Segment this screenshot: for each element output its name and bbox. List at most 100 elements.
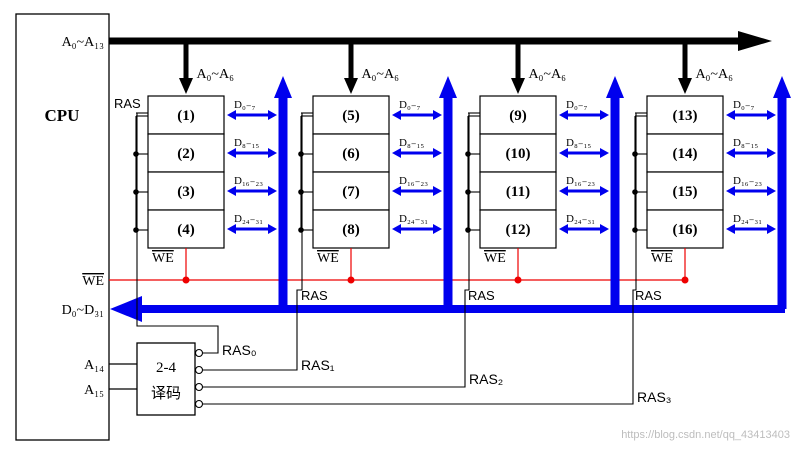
cpu-a14-label: A₁₄ — [84, 358, 104, 373]
chip-label: (5) — [342, 108, 360, 124]
ras-label-0: RAS — [114, 96, 141, 111]
ras-out-3: RAS₃ — [637, 389, 672, 405]
data-arrowhead-right — [767, 224, 776, 234]
data-arrowhead-right — [600, 148, 609, 158]
decoder-out-2 — [194, 382, 204, 392]
memory-chip — [646, 171, 724, 211]
chip-label: (8) — [342, 222, 360, 238]
data-width-label: D₀₋₇ — [733, 99, 755, 111]
data-arrowhead-left — [559, 148, 568, 158]
data-width-label: D₈₋₁₅ — [234, 137, 259, 149]
decoder-out-3 — [194, 399, 204, 409]
chip-label: (3) — [177, 184, 195, 200]
data-arrowhead-right — [600, 110, 609, 120]
memory-group-1: A₀~A₆RAS(5)D₀₋₇(6)D₈₋₁₅(7)D₁₆₋₂₃(8)D₂₄₋₃… — [298, 41, 457, 309]
decoder: 2-4 译码 — [109, 342, 204, 416]
data-arrowhead-left — [726, 186, 735, 196]
we-junction-1 — [347, 276, 355, 284]
data-arrowhead-left — [392, 110, 401, 120]
cpu-title: CPU — [45, 106, 80, 125]
addr-drop-arrowhead-1 — [344, 78, 358, 94]
data-width-label: D₈₋₁₅ — [733, 137, 758, 149]
cpu-block — [15, 13, 110, 441]
data-width-label: D₀₋₇ — [234, 99, 256, 111]
data-bus — [110, 296, 785, 322]
data-arrowhead-right — [433, 110, 442, 120]
data-arrowhead-right — [600, 186, 609, 196]
vertical-bus-arrowhead-2 — [606, 76, 624, 98]
data-arrowhead-right — [767, 110, 776, 120]
cpu-addr-label: A₀~A₁₃ — [62, 35, 105, 50]
vertical-bus-arrowhead-0 — [274, 76, 292, 98]
data-width-label: D₁₆₋₂₃ — [234, 175, 263, 187]
ras-out-1: RAS₁ — [301, 357, 335, 373]
memory-chip — [312, 133, 390, 173]
data-arrowhead-right — [767, 148, 776, 158]
data-arrowhead-right — [433, 148, 442, 158]
vertical-bus-arrowhead-1 — [439, 76, 457, 98]
we-junction-2 — [514, 276, 522, 284]
data-width-label: D₀₋₇ — [566, 99, 588, 111]
address-bus — [109, 31, 772, 51]
data-arrowhead-left — [726, 110, 735, 120]
data-width-label: D₁₆₋₂₃ — [733, 175, 762, 187]
data-arrowhead-left — [227, 110, 236, 120]
we-label-3: WE — [651, 251, 673, 266]
memory-chip — [479, 171, 557, 211]
memory-chip — [312, 95, 390, 135]
decoder-out-0 — [194, 348, 204, 358]
memory-group-0: A₀~A₆RAS(1)D₀₋₇(2)D₈₋₁₅(3)D₁₆₋₂₃(4)D₂₄₋₃… — [114, 41, 292, 309]
memory-chip — [147, 209, 225, 249]
data-arrowhead-left — [392, 148, 401, 158]
chip-label: (13) — [673, 108, 698, 124]
ras-label-3: RAS — [635, 288, 662, 303]
data-width-label: D₂₄₋₃₁ — [566, 213, 595, 225]
data-width-label: D₂₄₋₃₁ — [234, 213, 263, 225]
chip-label: (15) — [673, 184, 698, 200]
data-arrowhead-left — [227, 224, 236, 234]
chip-addr-label-3: A₀~A₆ — [695, 67, 733, 82]
we-junction-0 — [182, 276, 190, 284]
memory-chip — [479, 95, 557, 135]
data-arrowhead-left — [559, 110, 568, 120]
data-width-label: D₂₄₋₃₁ — [733, 213, 762, 225]
chip-label: (14) — [673, 146, 698, 162]
chip-label: (1) — [177, 108, 195, 124]
data-arrowhead-left — [559, 224, 568, 234]
decoder-line1: 2-4 — [156, 360, 176, 376]
data-arrowhead-right — [268, 110, 277, 120]
chip-label: (9) — [509, 108, 527, 124]
chip-label: (7) — [342, 184, 360, 200]
chip-addr-label-2: A₀~A₆ — [528, 67, 566, 82]
decoder-line2: 译码 — [151, 385, 181, 402]
data-arrowhead-right — [600, 224, 609, 234]
data-arrowhead-left — [726, 148, 735, 158]
chip-addr-label-1: A₀~A₆ — [361, 67, 399, 82]
we-label-1: WE — [317, 251, 339, 266]
addr-drop-arrowhead-2 — [511, 78, 525, 94]
ras-wiring — [136, 113, 637, 405]
data-arrowhead-left — [227, 148, 236, 158]
data-arrowhead-left — [392, 224, 401, 234]
data-width-label: D₈₋₁₅ — [566, 137, 591, 149]
data-width-label: D₈₋₁₅ — [399, 137, 424, 149]
data-arrowhead-right — [767, 186, 776, 196]
vertical-bus-arrowhead-3 — [773, 76, 791, 98]
chip-label: (12) — [506, 222, 531, 238]
data-arrowhead-left — [227, 186, 236, 196]
decoder-out-1 — [194, 365, 204, 375]
ras-out-0: RAS₀ — [222, 342, 257, 358]
we-label-0: WE — [152, 251, 174, 266]
chip-addr-label-0: A₀~A₆ — [196, 67, 234, 82]
data-arrowhead-right — [433, 186, 442, 196]
data-width-label: D₁₆₋₂₃ — [566, 175, 595, 187]
data-width-label: D₂₄₋₃₁ — [399, 213, 428, 225]
memory-groups: A₀~A₆RAS(1)D₀₋₇(2)D₈₋₁₅(3)D₁₆₋₂₃(4)D₂₄₋₃… — [114, 41, 791, 309]
cpu-we-label: WE — [82, 274, 104, 289]
data-arrowhead-right — [268, 224, 277, 234]
addr-drop-arrowhead-3 — [678, 78, 692, 94]
addr-drop-arrowhead-0 — [179, 78, 193, 94]
we-junction-3 — [681, 276, 689, 284]
chip-label: (6) — [342, 146, 360, 162]
